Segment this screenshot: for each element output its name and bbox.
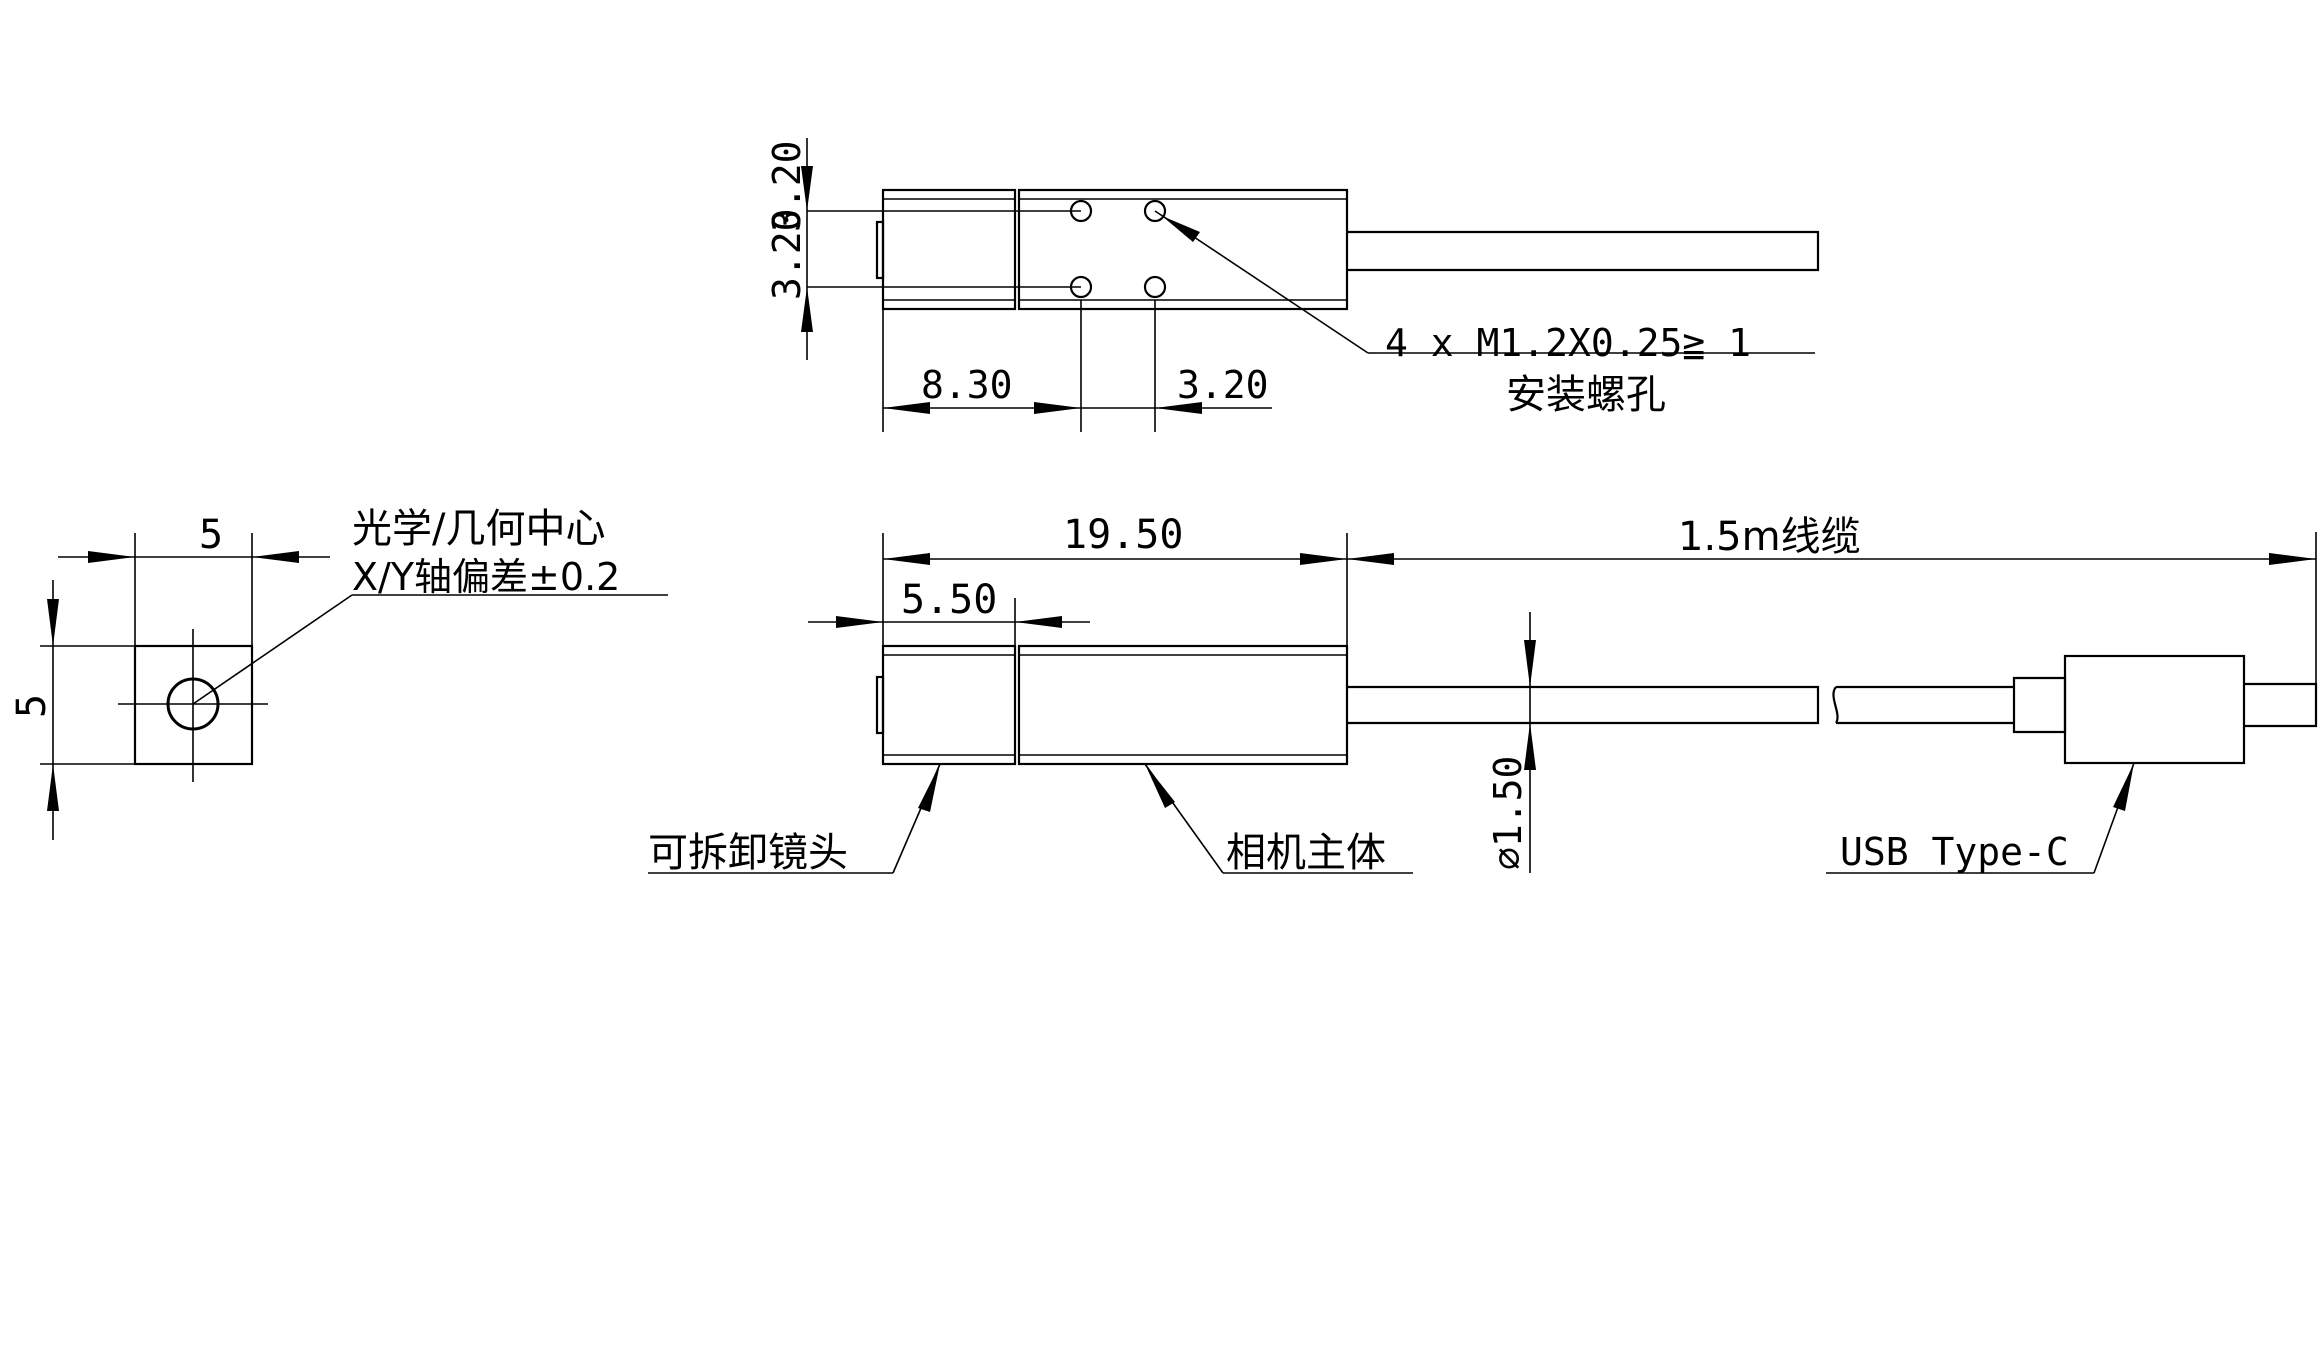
center-label: 光学/几何中心 [352, 506, 605, 552]
mount-hole-spec: 4 x M1.2X0.25≧ 1 [1385, 321, 1751, 365]
lens-length: 5.50 [901, 577, 997, 623]
body-label: 相机主体 [1226, 830, 1386, 876]
top-cable [1347, 230, 1820, 272]
dim-hole-spacing-a: 3.20 [765, 140, 809, 232]
cable-diameter: ∅1.50 [1486, 756, 1530, 870]
lens-block [881, 644, 1017, 766]
connector-label: USB Type-C [1840, 830, 2069, 874]
mount-hole [1143, 275, 1167, 299]
usb-c-connector [2063, 654, 2246, 765]
front-width: 5 [199, 512, 223, 558]
top-view: 3.20 3.20 8.30 3.20 4 x M1.2X0.25≧ 1 安装螺… [765, 138, 1820, 432]
top-lens-block [881, 188, 1017, 311]
dim-hole-spacing-b: 3.20 [765, 208, 809, 300]
top-body-block [1017, 188, 1349, 311]
mount-hole [1143, 199, 1167, 223]
body-length: 19.50 [1063, 512, 1183, 558]
side-view: 19.50 1.5m线缆 5.50 ∅1.50 可拆卸镜头 相机主体 USB T… [648, 512, 2318, 876]
cable-length: 1.5m线缆 [1678, 514, 1861, 560]
mount-hole-label: 安装螺孔 [1506, 372, 1666, 418]
cable-segment [1347, 685, 1820, 725]
tolerance-label: X/Y轴偏差±0.2 [352, 555, 620, 599]
lens-label: 可拆卸镜头 [648, 830, 848, 876]
front-view: 5 5 光学/几何中心 X/Y轴偏差±0.2 [9, 506, 668, 840]
dim-hole-pitch: 3.20 [1177, 363, 1269, 407]
camera-body-block [1017, 644, 1349, 766]
dim-lens-to-hole: 8.30 [921, 363, 1013, 407]
front-height: 5 [9, 694, 55, 718]
